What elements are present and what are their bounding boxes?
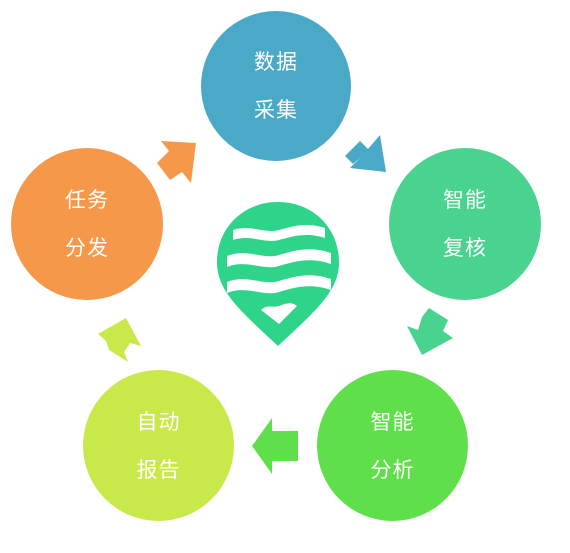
node-label-line1: 智能	[370, 409, 415, 434]
node-label-line2: 采集	[254, 98, 298, 122]
node-label-line1: 智能	[443, 188, 487, 212]
node-label-line1: 数据	[254, 50, 298, 74]
arrow-report-to-dispatch	[98, 318, 141, 362]
location-pin-waves-icon	[217, 202, 339, 346]
node-label-line2: 复核	[443, 236, 487, 260]
node-label-line1: 任务	[65, 188, 109, 212]
arrow-review-to-analysis	[407, 308, 453, 355]
node-data-collection: 数据 采集	[201, 11, 351, 161]
arrow-analysis-to-report	[252, 418, 298, 474]
arrow-dispatch-to-collection	[157, 141, 196, 183]
node-label-line2: 报告	[136, 457, 181, 482]
node-smart-review: 智能 复核	[389, 148, 541, 300]
node-label-line1: 自动	[136, 409, 181, 434]
arrow-collection-to-review	[345, 135, 386, 172]
node-auto-report: 自动 报告	[83, 370, 234, 521]
node-smart-analysis: 智能 分析	[317, 370, 468, 521]
node-label-line2: 分发	[65, 236, 109, 260]
node-label-line2: 分析	[370, 457, 415, 482]
node-task-dispatch: 任务 分发	[11, 148, 163, 300]
